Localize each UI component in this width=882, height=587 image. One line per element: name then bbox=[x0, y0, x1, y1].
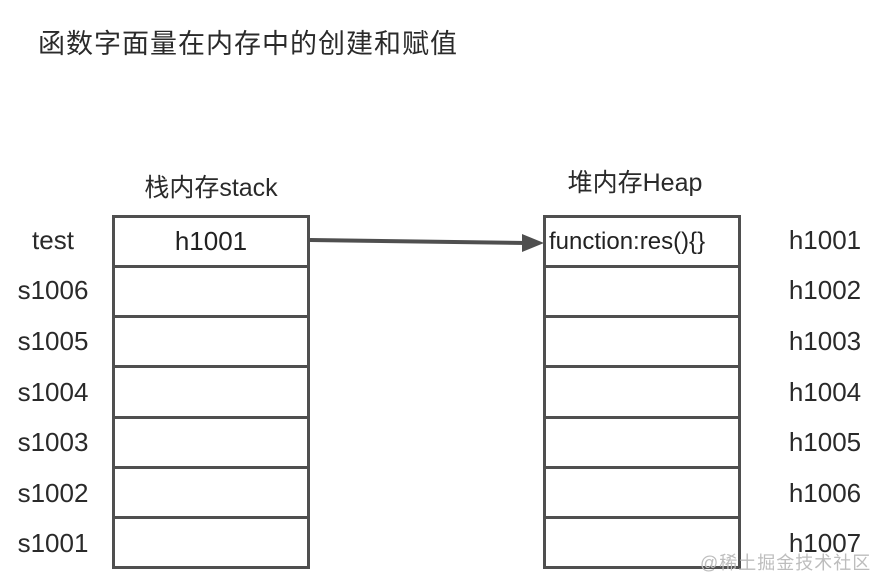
diagram-title: 函数字面量在内存中的创建和赋值 bbox=[38, 29, 458, 59]
pointer-arrow bbox=[310, 234, 544, 252]
stack-cell-s1005 bbox=[115, 318, 307, 369]
stack-label-s1006: s1006 bbox=[17, 275, 89, 306]
stack-cell-s1006 bbox=[115, 268, 307, 319]
heap-label-h1007: h1007 bbox=[788, 528, 862, 559]
stack-cell-s1003 bbox=[115, 419, 307, 469]
heap-label-h1005: h1005 bbox=[788, 427, 862, 458]
stack-label-test: test bbox=[32, 224, 74, 255]
stack-cell-s1002 bbox=[115, 469, 307, 519]
heap-cell-h1004 bbox=[546, 368, 738, 419]
heap-memory-box: function:res(){} bbox=[543, 215, 741, 569]
heap-label-h1002: h1002 bbox=[788, 275, 862, 306]
stack-cell-s1001 bbox=[115, 519, 307, 566]
stack-label-s1004: s1004 bbox=[17, 376, 89, 407]
stack-label-s1001: s1001 bbox=[17, 528, 89, 559]
heap-label-h1003: h1003 bbox=[788, 325, 862, 356]
heap-cell-h1002 bbox=[546, 268, 738, 319]
stack-label-s1005: s1005 bbox=[17, 325, 89, 356]
heap-cell-h1003 bbox=[546, 318, 738, 369]
heap-cell-h1001: function:res(){} bbox=[546, 218, 738, 269]
stack-memory-box: h1001 bbox=[112, 215, 310, 569]
heap-column-header: 堆内存Heap bbox=[567, 169, 703, 197]
heap-address-labels: h1001 h1002 h1003 h1004 h1005 h1006 h100… bbox=[768, 215, 882, 569]
heap-cell-h1006 bbox=[546, 469, 738, 519]
stack-column-header: 栈内存stack bbox=[144, 174, 278, 202]
stack-label-s1002: s1002 bbox=[17, 477, 89, 508]
stack-cell-s1004 bbox=[115, 368, 307, 419]
stack-variable-labels: test s1006 s1005 s1004 s1003 s1002 s1001 bbox=[0, 215, 106, 569]
stack-label-s1003: s1003 bbox=[17, 427, 89, 458]
heap-label-h1001: h1001 bbox=[788, 224, 862, 255]
heap-cell-h1005 bbox=[546, 419, 738, 469]
watermark-text: @稀土掘金技术社区 bbox=[700, 553, 872, 573]
stack-cell-test: h1001 bbox=[115, 218, 307, 269]
heap-label-h1004: h1004 bbox=[788, 376, 862, 407]
heap-label-h1006: h1006 bbox=[788, 477, 862, 508]
